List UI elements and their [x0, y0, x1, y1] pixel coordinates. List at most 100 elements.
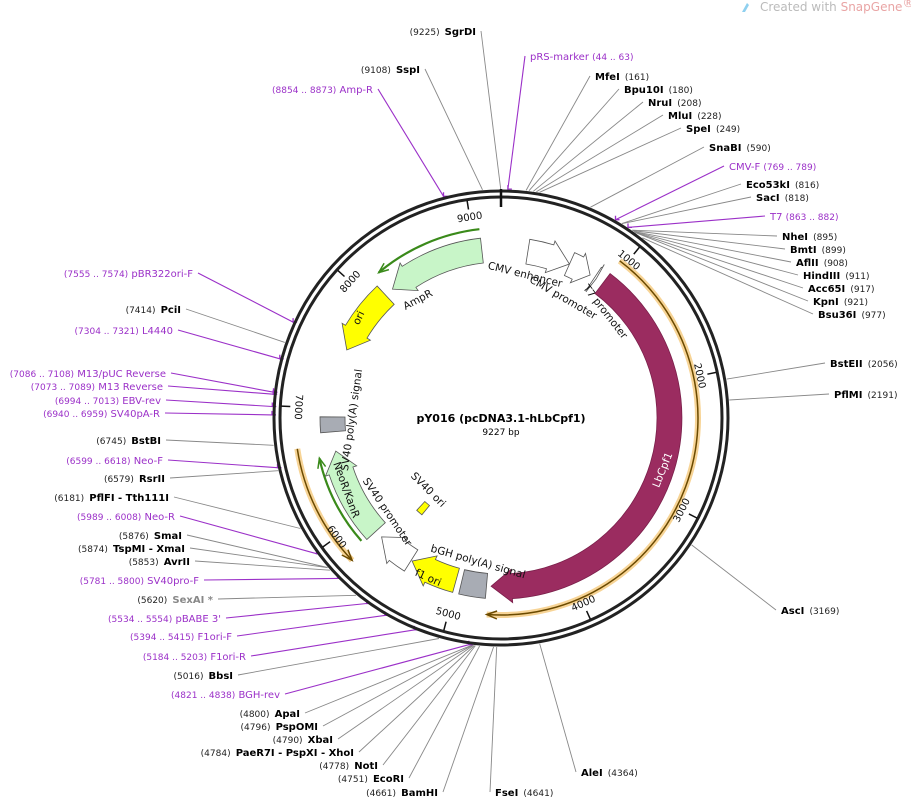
primer-label[interactable]: (5781 .. 5800) SV40pro-F	[80, 576, 200, 587]
site-position: (816)	[795, 181, 819, 191]
site-position: (6745)	[96, 437, 126, 447]
restriction-site[interactable]: Eco53kI (816)	[746, 173, 819, 192]
feature-bgh-poly-a-signal[interactable]	[458, 569, 489, 599]
restriction-site[interactable]: AscI (3169)	[781, 599, 839, 618]
primer-label[interactable]: (5184 .. 5203) F1ori-R	[143, 652, 246, 663]
primer-label[interactable]: (5394 .. 5415) F1ori-F	[130, 632, 232, 643]
restriction-site[interactable]: Bsu36I (977)	[818, 303, 886, 322]
primer-connector-line	[165, 399, 273, 408]
primer-label[interactable]: (7073 .. 7089) M13 Reverse	[31, 382, 163, 393]
restriction-site[interactable]: AleI (4364)	[581, 761, 638, 780]
primer-label[interactable]: CMV-F (769 .. 789)	[729, 162, 816, 173]
restriction-site[interactable]: (6579) RsrII	[104, 467, 165, 486]
feature-sv40-promoter[interactable]	[381, 536, 419, 572]
restriction-site[interactable]: (9108) SspI	[361, 58, 420, 77]
feature-lbcpf1[interactable]	[490, 273, 683, 604]
site-position: (249)	[716, 125, 740, 135]
primer-range: (44 .. 63)	[592, 53, 633, 63]
primer-range: (4821 .. 4838)	[171, 691, 235, 701]
restriction-site[interactable]: (5620) SexAI *	[137, 588, 213, 607]
restriction-site[interactable]: NruI (208)	[648, 91, 701, 110]
feature-ampr[interactable]	[391, 237, 484, 292]
restriction-site[interactable]: Bpu10I (180)	[624, 78, 693, 97]
center-title: pY016 (pcDNA3.1-hLbCpf1) 9227 bp	[416, 412, 585, 438]
primer-connector-line	[203, 577, 338, 581]
restriction-site[interactable]: (4800) ApaI	[240, 702, 300, 721]
site-connector-line	[424, 68, 483, 190]
feature-neor-kanr[interactable]	[324, 450, 386, 541]
restriction-site[interactable]: (4790) XbaI	[273, 728, 333, 747]
restriction-site[interactable]: KpnI (921)	[813, 290, 868, 309]
site-connector-line	[590, 146, 705, 208]
site-position-value: 5874	[81, 545, 104, 555]
site-connector-line	[165, 439, 274, 446]
primer-range: (6940 .. 6959)	[43, 410, 107, 420]
primer-label[interactable]: (7555 .. 7574) pBR322ori-F	[64, 269, 193, 280]
restriction-site[interactable]: (5016) BbsI	[174, 664, 233, 683]
feature-cmv-enhancer[interactable]	[525, 238, 571, 274]
site-connector-line	[632, 230, 786, 250]
site-position: (9225)	[410, 28, 440, 38]
primer-label[interactable]: (7304 .. 7321) L4440	[75, 326, 174, 337]
restriction-site[interactable]: (4778) NotI	[319, 754, 378, 773]
restriction-site[interactable]: (5876) SmaI	[119, 524, 182, 543]
site-name: SacI	[756, 193, 780, 204]
primer-label[interactable]: (5534 .. 5554) pBABE 3'	[108, 614, 221, 625]
restriction-site[interactable]: (9225) SgrDI	[410, 20, 476, 39]
restriction-site[interactable]: MfeI (161)	[595, 65, 649, 84]
site-position-value: 911	[849, 272, 866, 282]
restriction-site[interactable]: (5874) TspMI - XmaI	[78, 537, 185, 556]
primer-label[interactable]: (6940 .. 6959) SV40pA-R	[43, 409, 160, 420]
site-name: MluI	[668, 111, 692, 122]
primer-connector-line	[177, 329, 280, 360]
restriction-site[interactable]: (7414) PciI	[126, 298, 181, 317]
restriction-site[interactable]: (4784) PaeR7I - PspXI - XhoI	[201, 741, 354, 760]
primer-label[interactable]: (7086 .. 7108) M13/pUC Reverse	[10, 369, 166, 380]
restriction-site[interactable]: (4661) BamHI	[366, 781, 438, 800]
primer-range: (5989 .. 6008)	[77, 513, 141, 523]
restriction-site[interactable]: (4796) PspOMI	[241, 715, 318, 734]
primer-label[interactable]: T7 (863 .. 882)	[769, 212, 839, 223]
primer-name: M13/pUC Reverse	[77, 369, 166, 380]
restriction-site[interactable]: FseI (4641)	[495, 781, 553, 800]
site-position-value: 921	[847, 298, 864, 308]
primer-label[interactable]: (8854 .. 8873) Amp-R	[272, 85, 373, 96]
restriction-site[interactable]: MluI (228)	[668, 104, 722, 123]
feature-t7-promoter[interactable]	[585, 264, 605, 293]
primer-label[interactable]: (5989 .. 6008) Neo-R	[77, 512, 175, 523]
restriction-site[interactable]: (6181) PflFI - Tth111I	[54, 486, 169, 505]
feature-sv40-poly-a-signal[interactable]	[319, 416, 346, 434]
restriction-site[interactable]: BstEII (2056)	[830, 352, 898, 371]
site-connector-line	[525, 75, 591, 191]
primer-label[interactable]: (6599 .. 6618) Neo-F	[66, 456, 163, 467]
feature-f1-ori[interactable]	[411, 555, 460, 593]
primer-label[interactable]: (4821 .. 4838) BGH-rev	[171, 690, 280, 701]
site-position: (161)	[625, 73, 649, 83]
restriction-site[interactable]: SacI (818)	[756, 186, 809, 205]
site-connector-line	[337, 644, 474, 740]
restriction-site[interactable]: SpeI (249)	[686, 117, 740, 136]
primer-range: (5394 .. 5415)	[130, 633, 194, 643]
restriction-site[interactable]: Acc65I (917)	[808, 277, 875, 296]
feature-ori[interactable]	[341, 285, 395, 351]
restriction-site[interactable]: PflMI (2191)	[834, 383, 897, 402]
primer-range: (7073 .. 7089)	[31, 383, 95, 393]
primer-label[interactable]: (6994 .. 7013) EBV-rev	[55, 396, 161, 407]
restriction-site[interactable]: BmtI (899)	[790, 238, 846, 257]
restriction-site[interactable]: (4751) EcoRI	[338, 767, 404, 786]
primer-range: (6994 .. 7013)	[55, 397, 119, 407]
primer-label[interactable]: pRS-marker (44 .. 63)	[530, 52, 634, 63]
site-position: (5853)	[129, 558, 159, 568]
restriction-site[interactable]: (5853) AvrII	[129, 550, 190, 569]
plasmid-name: pY016 (pcDNA3.1-hLbCpf1)	[416, 412, 585, 425]
site-name: PspOMI	[276, 722, 318, 733]
restriction-site[interactable]: (6745) BstBI	[96, 429, 161, 448]
restriction-site[interactable]: SnaBI (590)	[709, 136, 771, 155]
restriction-site[interactable]: HindIII (911)	[803, 264, 870, 283]
restriction-site[interactable]: NheI (895)	[782, 225, 837, 244]
site-connector-line	[642, 237, 814, 315]
restriction-site[interactable]: AflII (908)	[796, 251, 848, 270]
feature-sv40-ori[interactable]	[416, 500, 431, 516]
feature-cmv-promoter[interactable]	[563, 252, 591, 284]
